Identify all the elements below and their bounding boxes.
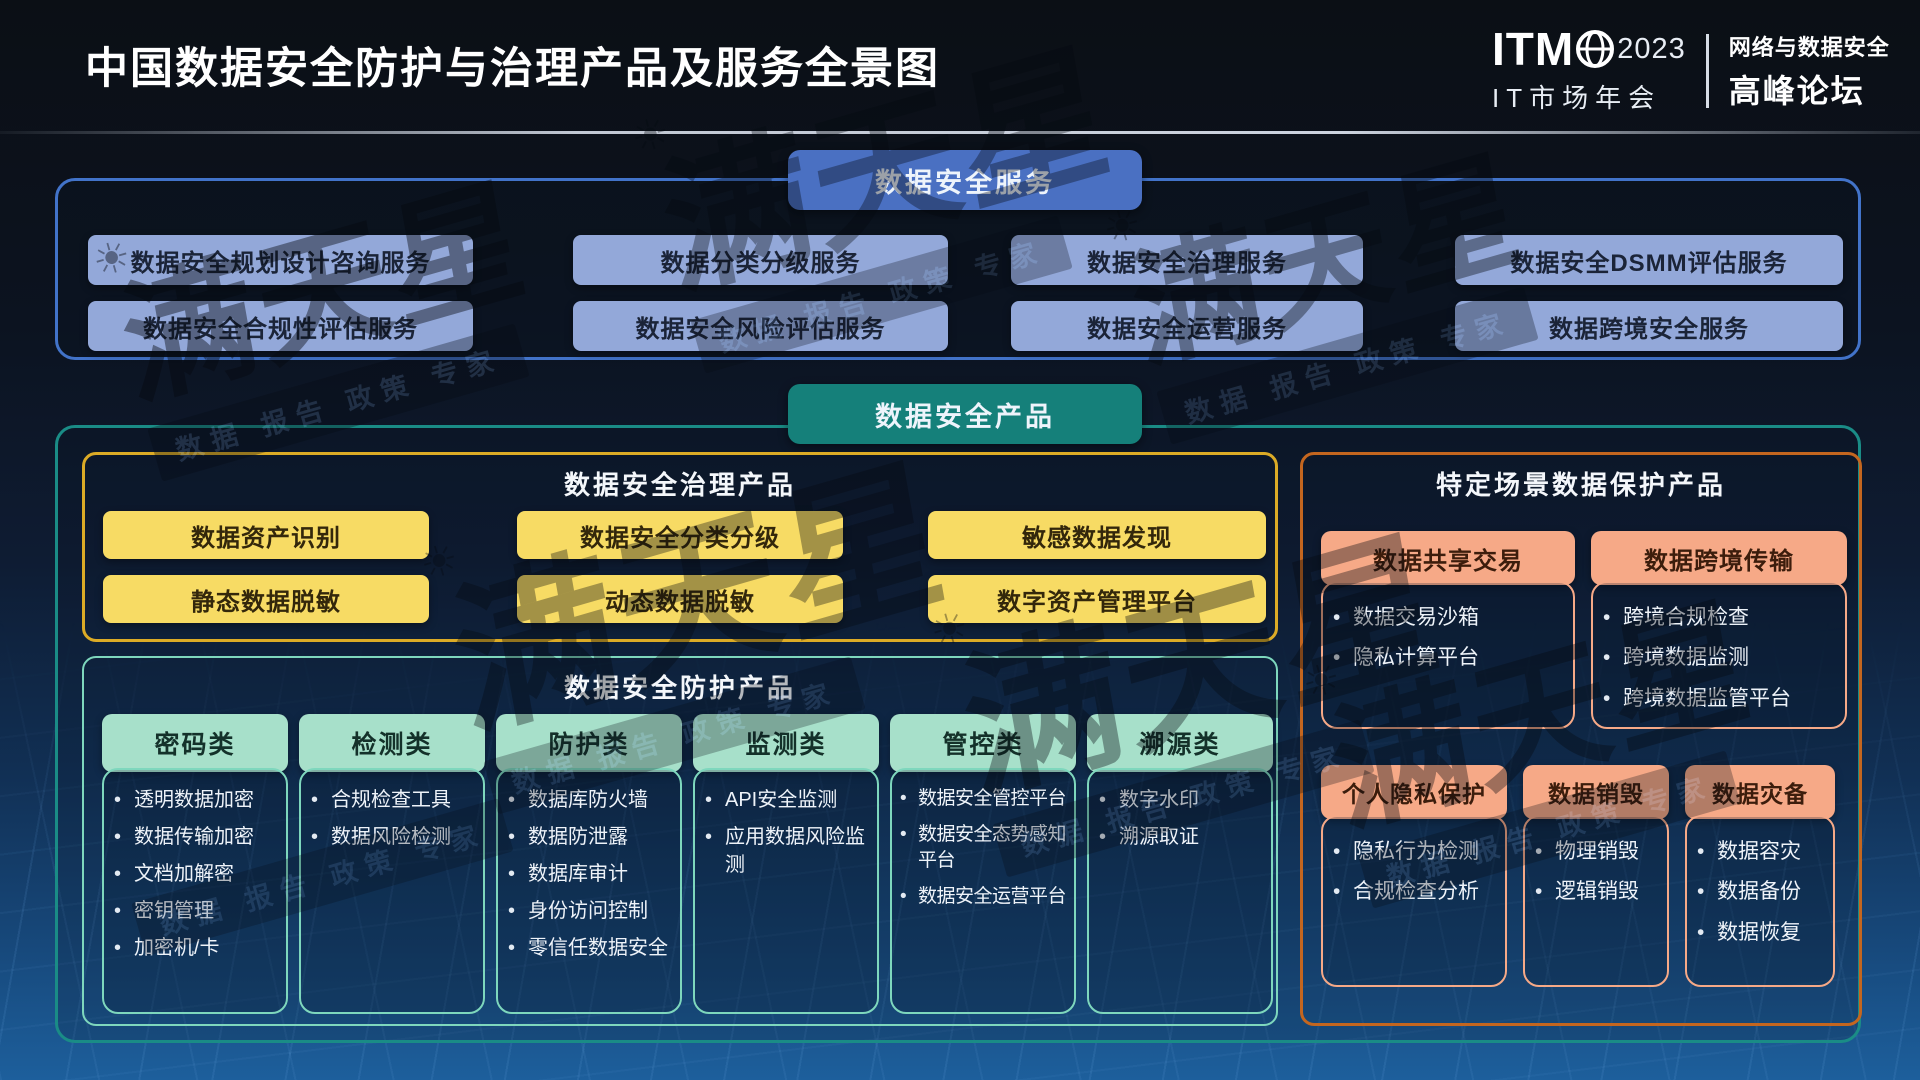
protection-category-tracing: 溯源类 数字水印 溯源取证 <box>1087 714 1273 1014</box>
category-header[interactable]: 密码类 <box>102 714 288 772</box>
list-item[interactable]: 数据安全管控平台 <box>892 786 1070 813</box>
group-header[interactable]: 数据销毁 <box>1523 765 1669 819</box>
page-title: 中国数据安全防护与治理产品及服务全景图 <box>85 45 940 93</box>
protection-category-monitoring: 监测类 API安全监测 应用数据风险监测 <box>693 714 879 1014</box>
protection-category-crypto: 密码类 透明数据加密 数据传输加密 文档加解密 密钥管理 加密机/卡 <box>102 714 288 1014</box>
list-item[interactable]: 加密机/卡 <box>104 934 282 962</box>
list-item[interactable]: 数据风险检测 <box>301 823 479 851</box>
scenario-group-privacy: 个人隐私保护 隐私行为检测 合规检查分析 <box>1321 765 1507 987</box>
list-item[interactable]: 数据安全态势感知平台 <box>892 822 1070 875</box>
list-item[interactable]: 溯源取证 <box>1089 823 1267 851</box>
category-header[interactable]: 防护类 <box>496 714 682 772</box>
logo-year: 2023 <box>1617 32 1686 65</box>
governance-products-box: 数据安全治理产品 数据资产识别 数据安全分类分级 敏感数据发现 静态数据脱敏 动… <box>82 452 1278 642</box>
logo-subtitle: IT市场年会 <box>1492 83 1662 113</box>
governance-item[interactable]: 敏感数据发现 <box>928 511 1266 559</box>
services-panel: 数据安全规划设计咨询服务 数据分类分级服务 数据安全治理服务 数据安全DSMM评… <box>55 178 1861 360</box>
itmc-logo: ITM 2023 IT市场年会 网络与数据安全 高峰论坛 <box>1492 26 1890 115</box>
scenario-group-crossborder: 数据跨境传输 跨境合规检查 跨境数据监测 跨境数据监管平台 <box>1591 531 1847 729</box>
list-item[interactable]: 零信任数据安全 <box>498 934 676 962</box>
category-header[interactable]: 管控类 <box>890 714 1076 772</box>
list-item[interactable]: 身份访问控制 <box>498 897 676 925</box>
list-item[interactable]: 密钥管理 <box>104 897 282 925</box>
governance-item[interactable]: 动态数据脱敏 <box>517 575 843 623</box>
service-item[interactable]: 数据跨境安全服务 <box>1455 301 1843 351</box>
list-item[interactable]: 逻辑销毁 <box>1525 877 1663 907</box>
list-item[interactable]: 跨境数据监管平台 <box>1593 684 1841 714</box>
scenario-group-disaster: 数据灾备 数据容灾 数据备份 数据恢复 <box>1685 765 1835 987</box>
service-item[interactable]: 数据安全合规性评估服务 <box>88 301 473 351</box>
governance-item[interactable]: 数字资产管理平台 <box>928 575 1266 623</box>
group-header[interactable]: 数据跨境传输 <box>1591 531 1847 585</box>
list-item[interactable]: 隐私计算平台 <box>1323 643 1569 673</box>
list-item[interactable]: 跨境合规检查 <box>1593 603 1841 633</box>
category-header[interactable]: 溯源类 <box>1087 714 1273 772</box>
list-item[interactable]: 隐私行为检测 <box>1323 837 1501 867</box>
category-header[interactable]: 监测类 <box>693 714 879 772</box>
list-item[interactable]: 数据安全运营平台 <box>892 884 1070 911</box>
governance-title: 数据安全治理产品 <box>563 470 796 500</box>
governance-item[interactable]: 数据安全分类分级 <box>517 511 843 559</box>
header-divider-line <box>0 131 1920 134</box>
service-item[interactable]: 数据安全规划设计咨询服务 <box>88 235 473 285</box>
list-item[interactable]: 数字水印 <box>1089 786 1267 814</box>
service-item[interactable]: 数据安全治理服务 <box>1011 235 1363 285</box>
logo-divider <box>1705 33 1709 108</box>
list-item[interactable]: 透明数据加密 <box>104 786 282 814</box>
list-item[interactable]: 跨境数据监测 <box>1593 643 1841 673</box>
scenario-title: 特定场景数据保护产品 <box>1435 470 1726 500</box>
group-header[interactable]: 个人隐私保护 <box>1321 765 1507 819</box>
forum-line2: 高峰论坛 <box>1728 72 1865 109</box>
scenario-products-box: 特定场景数据保护产品 数据共享交易 数据交易沙箱 隐私计算平台 数据跨境传输 跨… <box>1300 452 1862 1026</box>
group-header[interactable]: 数据灾备 <box>1685 765 1835 819</box>
protection-products-box: 数据安全防护产品 密码类 透明数据加密 数据传输加密 文档加解密 密钥管理 加密… <box>82 656 1278 1026</box>
service-item[interactable]: 数据安全DSMM评估服务 <box>1455 235 1843 285</box>
list-item[interactable]: 应用数据风险监测 <box>695 823 873 879</box>
list-item[interactable]: 数据备份 <box>1687 877 1829 907</box>
list-item[interactable]: 合规检查工具 <box>301 786 479 814</box>
protection-category-detection: 检测类 合规检查工具 数据风险检测 <box>299 714 485 1014</box>
list-item[interactable]: 数据容灾 <box>1687 837 1829 867</box>
products-section-header: 数据安全产品 <box>788 384 1142 444</box>
protection-category-control: 管控类 数据安全管控平台 数据安全态势感知平台 数据安全运营平台 <box>890 714 1076 1014</box>
list-item[interactable]: 数据库审计 <box>498 860 676 888</box>
service-item[interactable]: 数据安全风险评估服务 <box>573 301 948 351</box>
sun-icon: ☀ <box>625 107 676 163</box>
category-header[interactable]: 检测类 <box>299 714 485 772</box>
list-item[interactable]: 物理销毁 <box>1525 837 1663 867</box>
service-item[interactable]: 数据安全运营服务 <box>1011 301 1363 351</box>
forum-line1: 网络与数据安全 <box>1728 34 1890 60</box>
globe-icon <box>1576 30 1615 68</box>
list-item[interactable]: 文档加解密 <box>104 860 282 888</box>
protection-category-defense: 防护类 数据库防火墙 数据防泄露 数据库审计 身份访问控制 零信任数据安全 <box>496 714 682 1014</box>
protection-title: 数据安全防护产品 <box>563 673 796 703</box>
list-item[interactable]: 数据库防火墙 <box>498 786 676 814</box>
scenario-group-destruction: 数据销毁 物理销毁 逻辑销毁 <box>1523 765 1669 987</box>
list-item[interactable]: 数据传输加密 <box>104 823 282 851</box>
scenario-group-sharing: 数据共享交易 数据交易沙箱 隐私计算平台 <box>1321 531 1575 729</box>
governance-item[interactable]: 静态数据脱敏 <box>103 575 429 623</box>
logo-brand-text: ITM <box>1492 23 1575 75</box>
group-header[interactable]: 数据共享交易 <box>1321 531 1575 585</box>
list-item[interactable]: 数据交易沙箱 <box>1323 603 1569 633</box>
list-item[interactable]: 数据恢复 <box>1687 918 1829 948</box>
services-section-header: 数据安全服务 <box>788 150 1142 210</box>
service-item[interactable]: 数据分类分级服务 <box>573 235 948 285</box>
governance-item[interactable]: 数据资产识别 <box>103 511 429 559</box>
list-item[interactable]: API安全监测 <box>695 786 873 814</box>
list-item[interactable]: 合规检查分析 <box>1323 877 1501 907</box>
list-item[interactable]: 数据防泄露 <box>498 823 676 851</box>
